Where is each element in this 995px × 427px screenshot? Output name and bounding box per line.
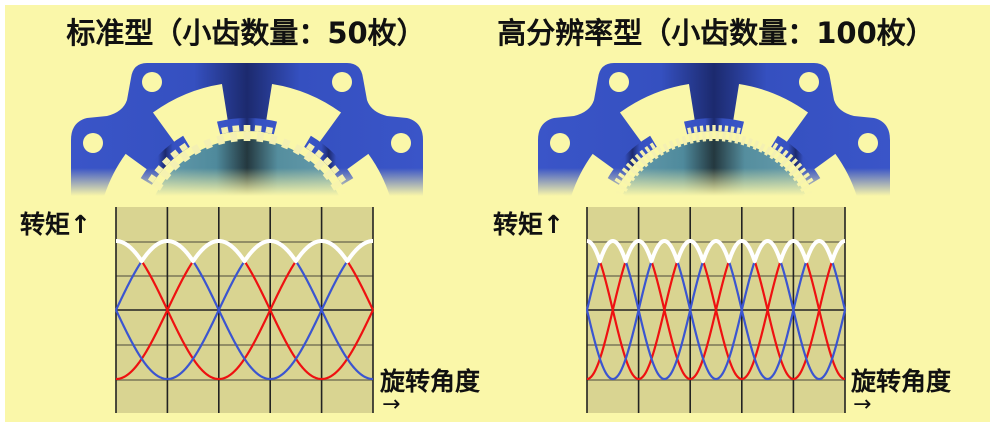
stator-tooth: [254, 125, 262, 132]
rotor-tooth: [728, 133, 733, 143]
rotor-tooth: [640, 158, 649, 168]
rotor-tooth: [752, 140, 760, 150]
bottom-fade: [62, 168, 432, 208]
mounting-hole: [332, 72, 352, 92]
stator-tooth: [314, 149, 324, 159]
rotor-tooth: [701, 132, 707, 142]
stator-tooth: [777, 145, 784, 153]
stator-tooth: [687, 127, 692, 134]
rotor-tooth: [769, 150, 778, 160]
torque-chart-high-resolution: [585, 207, 847, 413]
stator-tooth: [795, 162, 803, 170]
rotor-tooth: [774, 154, 783, 164]
rotor-tooth: [303, 151, 315, 163]
mounting-hole: [391, 133, 411, 153]
stator-slot: [732, 83, 809, 145]
series-blue-neg-sin: [585, 239, 847, 381]
rotor-tooth: [779, 158, 788, 168]
stator-tooth: [221, 126, 229, 134]
stator-tooth: [179, 142, 189, 152]
rotor-tooth: [268, 134, 278, 146]
mounting-hole: [550, 133, 570, 153]
stator-tooth: [772, 142, 779, 150]
rotor-tooth: [740, 135, 747, 146]
series-envelope: [114, 239, 375, 264]
rotor-tooth: [256, 132, 265, 143]
stator-tooth: [699, 125, 704, 132]
mounting-hole: [609, 72, 629, 92]
rotor-tooth: [179, 151, 191, 163]
stator-tooth: [791, 158, 798, 165]
y-axis-label-standard: 转矩↑: [20, 210, 91, 239]
rotor-tooth: [645, 154, 654, 164]
mounting-hole: [858, 133, 878, 153]
rotor-tooth: [668, 140, 676, 150]
stator-tooth: [693, 126, 698, 133]
stator-slot: [619, 83, 696, 145]
rotor-tooth: [313, 159, 325, 171]
stator-tooth: [639, 149, 646, 157]
mounting-hole: [799, 72, 819, 92]
rotor-tooth: [191, 144, 202, 156]
stator-tooth: [161, 156, 171, 166]
rotor-tooth: [243, 132, 251, 141]
stator-tooth: [625, 162, 633, 170]
bottom-fade: [529, 168, 899, 208]
rotor-tooth: [721, 132, 727, 142]
x-axis-label-standard: 旋转角度: [380, 367, 481, 396]
rotor-tooth: [292, 144, 303, 156]
rotor-tooth: [758, 143, 766, 153]
x-axis-label-high-resolution: 旋转角度: [851, 367, 952, 396]
stator-tooth: [730, 126, 735, 133]
x-axis-arrow-standard: →: [382, 392, 401, 417]
stator-tooth: [718, 125, 723, 132]
stator-tooth: [786, 153, 794, 161]
series-envelope: [585, 239, 847, 264]
stator-tooth: [634, 153, 642, 161]
rotor-tooth: [650, 150, 659, 160]
stator-tooth: [705, 125, 710, 132]
rotor-tooth: [681, 135, 688, 146]
stator-tooth: [243, 125, 251, 131]
rotor-tooth: [229, 132, 238, 143]
rotor-tooth: [169, 159, 181, 171]
stator-tooth: [323, 156, 333, 166]
rotor-tooth: [203, 138, 213, 150]
torque-chart-standard: [114, 207, 375, 413]
rotor-tooth: [675, 137, 682, 148]
panel-title-high-resolution: 高分辨率型（小齿数量：100枚）: [497, 16, 935, 50]
stator-tooth: [649, 142, 656, 150]
x-axis-arrow-high-resolution: →: [853, 392, 872, 417]
stator-tooth: [644, 145, 651, 153]
rotor-tooth: [734, 134, 740, 144]
stator-slot: [152, 83, 229, 145]
rotor-tooth: [688, 134, 694, 144]
stator-tooth: [265, 126, 273, 134]
stator-tooth: [232, 125, 240, 132]
rotor-tooth: [763, 146, 772, 156]
stator-tooth: [712, 125, 716, 131]
rotor-tooth: [216, 134, 226, 146]
rotor-tooth: [708, 132, 713, 142]
rotor-tooth: [656, 146, 665, 156]
stator-tooth: [305, 142, 315, 152]
y-axis-label-high-resolution: 转矩↑: [493, 210, 564, 239]
stator-tooth: [724, 125, 729, 132]
stator-tooth: [170, 149, 180, 159]
rotor-tooth: [695, 133, 700, 143]
rotor-tooth: [746, 137, 753, 148]
stator-tooth: [782, 149, 789, 157]
rotor-tooth: [715, 132, 720, 142]
stator-tooth: [736, 127, 741, 134]
stator-tooth: [630, 158, 637, 165]
mounting-hole: [83, 133, 103, 153]
rotor-tooth: [662, 143, 670, 153]
panel-title-standard: 标准型（小齿数量：50枚）: [66, 16, 426, 50]
stator-slot: [265, 83, 342, 145]
mounting-hole: [142, 72, 162, 92]
rotor-tooth: [281, 138, 291, 150]
